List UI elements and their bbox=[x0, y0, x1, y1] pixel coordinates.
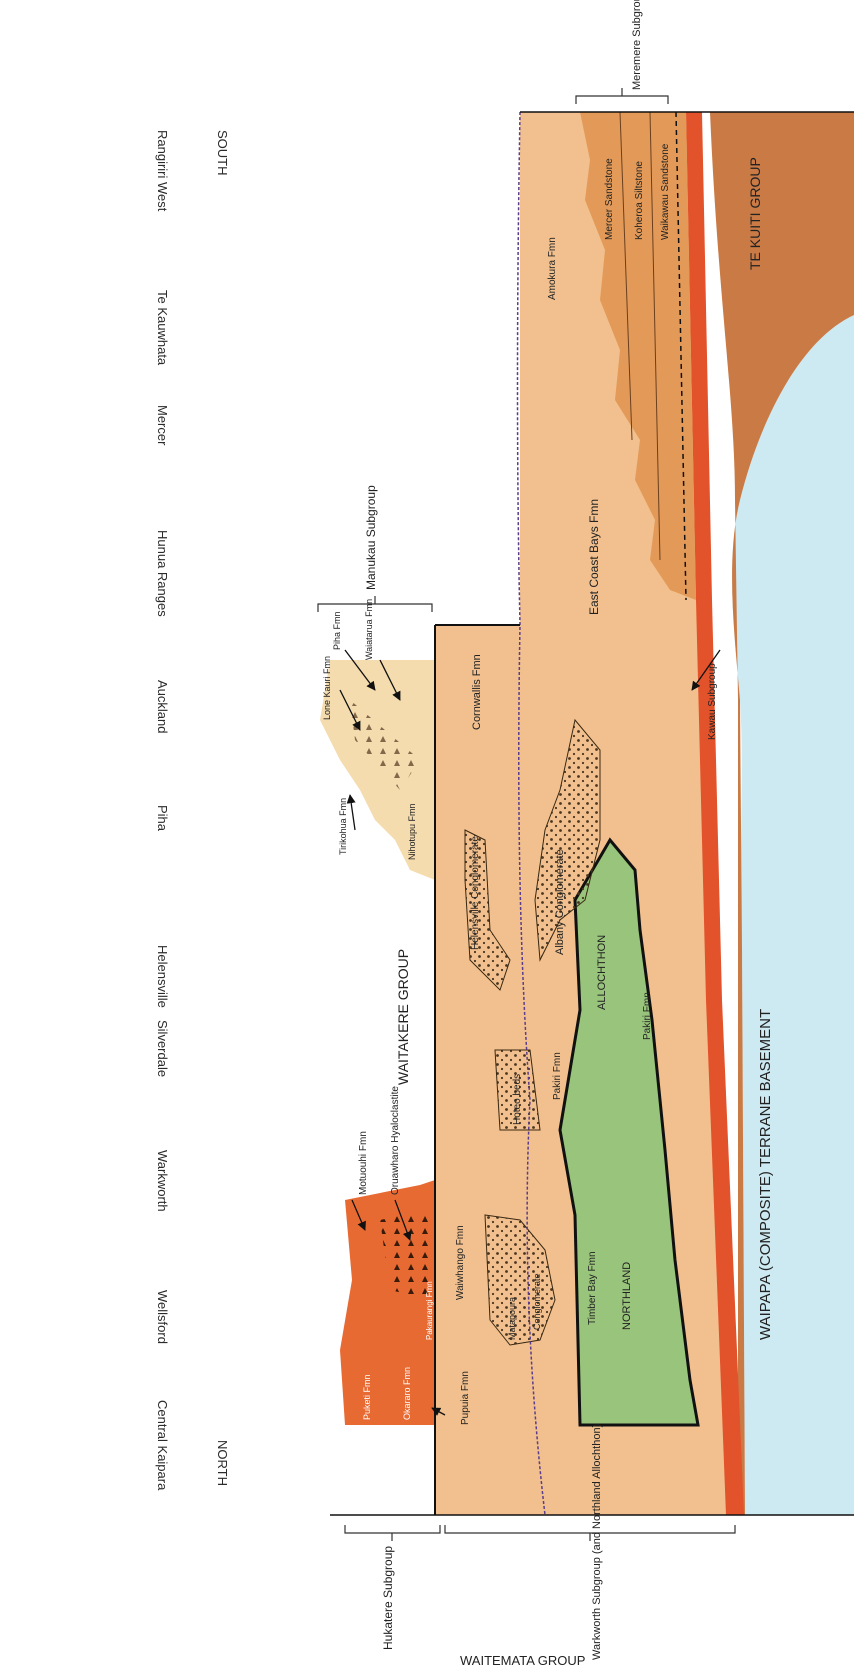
label-ecb: East Coast Bays Fmn bbox=[587, 499, 601, 615]
meremere-bracket bbox=[576, 88, 668, 104]
label-albany: Albany Conglomerate bbox=[554, 849, 566, 955]
label-pakaurangi: Pakaurangi Fmn bbox=[425, 1281, 434, 1340]
label-waiwhango: Waiwhango Fmn bbox=[455, 1225, 466, 1300]
label-meremere: Meremere Subgroup bbox=[631, 0, 643, 90]
loc-wellsford: Wellsford bbox=[155, 1290, 170, 1344]
warkworth-bracket bbox=[445, 1525, 735, 1541]
label-koheroa: Koheroa Siltstone bbox=[634, 161, 645, 240]
hukatere-bracket bbox=[345, 1525, 440, 1541]
loc-north: NORTH bbox=[215, 1440, 230, 1486]
manukau-bracket bbox=[318, 596, 432, 612]
label-waiatarua: Waiatarua Fmn bbox=[364, 599, 374, 660]
label-piha-fmn: Piha Fmn bbox=[332, 611, 342, 650]
label-manukau: Manukau Subgroup bbox=[364, 485, 378, 590]
loc-silverdale: Silverdale bbox=[155, 1020, 170, 1077]
label-pakiri-1: Pakiri Fmn bbox=[552, 1052, 563, 1100]
loc-rangiriri-west: Rangiriri West bbox=[155, 130, 170, 212]
label-basement: WAIPAPA (COMPOSITE) TERRANE BASEMENT bbox=[757, 1009, 774, 1340]
label-waitakere: WAITAKERE GROUP bbox=[395, 949, 411, 1085]
label-conglomerate: Conglomerate bbox=[532, 1273, 542, 1330]
loc-central-kaipara: Central Kaipara bbox=[155, 1400, 170, 1491]
loc-piha: Piha bbox=[155, 805, 170, 832]
label-kawau: Kawau Subgroup bbox=[707, 663, 718, 740]
label-motuouhi: Motuouhi Fmn bbox=[358, 1131, 369, 1195]
label-lone-kauri: Lone Kauri Fmn bbox=[322, 656, 332, 720]
label-tirikohua: Tirikohua Fmn bbox=[338, 798, 348, 855]
loc-mercer: Mercer bbox=[155, 405, 170, 446]
label-timber-bay: Timber Bay Fmn bbox=[587, 1251, 598, 1325]
label-matapoura: Matapoura bbox=[507, 1297, 517, 1340]
label-allochthon: ALLOCHTHON bbox=[596, 935, 608, 1010]
loc-warkworth: Warkworth bbox=[155, 1150, 170, 1212]
label-amokura: Amokura Fmn bbox=[547, 237, 558, 300]
label-puketi: Puketi Fmn bbox=[362, 1374, 372, 1420]
label-mercer-sandstone: Mercer Sandstone bbox=[604, 158, 615, 240]
label-waikawau: Waikawau Sandstone bbox=[660, 143, 671, 240]
label-helensville: Helensville Conglomerate bbox=[470, 836, 481, 950]
loc-hunua: Hunua Ranges bbox=[155, 530, 170, 617]
label-waitemata: WAITEMATA GROUP bbox=[460, 1653, 585, 1668]
label-northland: NORTHLAND bbox=[621, 1262, 633, 1330]
arrow-tirikohua bbox=[350, 795, 355, 830]
label-cornwallis: Cornwallis Fmn bbox=[471, 654, 483, 730]
label-oruawharo: Oruawharo Hyaloclastite bbox=[390, 1086, 401, 1195]
label-pupuia: Pupuia Fmn bbox=[460, 1371, 471, 1425]
label-okararo: Okararo Fmn bbox=[402, 1367, 412, 1420]
label-te-kuiti: TE KUITI GROUP bbox=[747, 157, 763, 270]
label-hukatere: Hukatere Subgroup bbox=[381, 1546, 395, 1650]
loc-south: SOUTH bbox=[215, 130, 230, 176]
label-nihotupu: Nihotupu Fmn bbox=[407, 803, 417, 860]
loc-te-kauwhata: Te Kauwhata bbox=[155, 290, 170, 366]
label-pakiri-2: Pakiri Fmn bbox=[642, 992, 653, 1040]
loc-helensville: Helensville bbox=[155, 945, 170, 1008]
label-hoteo: Hoteo beds bbox=[512, 1074, 523, 1125]
loc-auckland: Auckland bbox=[155, 680, 170, 733]
label-warkworth: Warkworth Subgroup (and Northland Alloch… bbox=[591, 1424, 603, 1660]
basement-layer bbox=[732, 315, 854, 1515]
